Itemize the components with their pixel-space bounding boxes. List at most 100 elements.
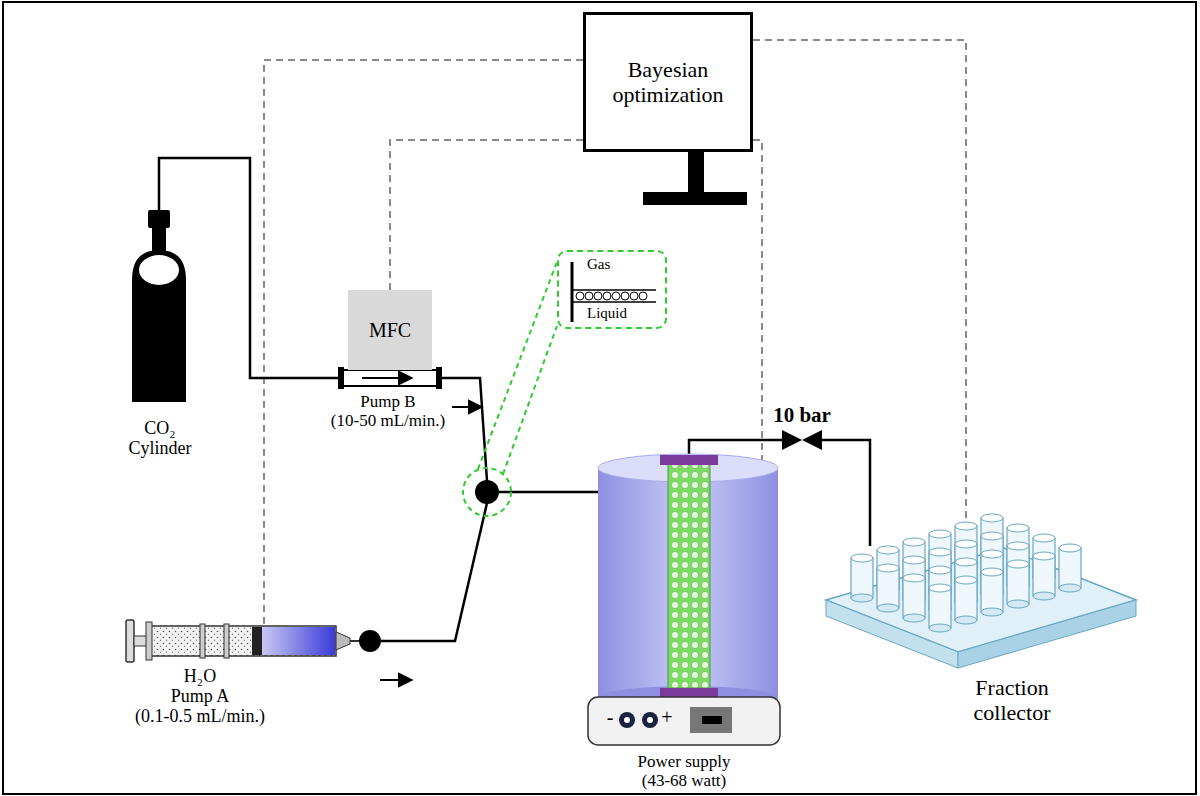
fraction-collector [929,548,951,556]
slug-flow [621,292,629,300]
fraction-collector [955,576,977,624]
syringe [252,627,262,655]
part-label: Pump B (10-50 mL/min.) [331,392,445,430]
callout [463,468,511,516]
part-label: CO₂ Cylinder [129,418,192,458]
fraction-collector [903,556,925,564]
callout-inset: GasLiquid [557,250,667,329]
fraction-collector [903,614,925,622]
syringe [224,624,229,658]
fraction-collector [1007,542,1029,550]
fraction-collector [955,616,977,624]
syringe [150,626,336,656]
part-label: H₂O Pump A (0.1-0.5 mL/min.) [135,666,265,726]
pump-b [338,367,442,389]
slug-flow [576,292,584,300]
fraction-collector [1007,560,1029,568]
syringe [350,640,360,642]
terminal-sign: - [607,706,614,728]
slug-flow [630,292,638,300]
fraction-collector [877,568,899,608]
power-supply [642,712,658,728]
node-text: Liquid [587,305,627,322]
valve [802,430,822,450]
gas-cylinder [148,210,170,228]
fraction-collector [1059,584,1081,592]
monitor-box: Bayesian optimization [583,12,753,152]
fraction-collector [955,540,977,588]
fraction-collector [903,542,925,582]
syringe [146,622,152,660]
flow-arrow [452,406,482,408]
valve [782,430,822,450]
fraction-collector [955,522,977,530]
fraction-collector [851,558,873,598]
pump-b [338,367,344,389]
frame [3,2,1196,794]
slug-flow [572,289,656,291]
monitor-stand [643,192,747,205]
terminal-sign: + [661,706,672,728]
callout [478,262,557,469]
syringe [262,627,335,655]
power-supply [588,697,780,745]
fraction-collector [877,564,899,572]
tubing [689,440,782,455]
fraction-collector [981,572,1003,612]
fraction-collector [955,558,977,566]
syringe [126,620,381,662]
fraction-collector [1007,524,1029,532]
callout [503,326,557,474]
reactor [668,464,710,688]
slug-flow [572,262,656,322]
fraction-collector [1033,534,1055,542]
fraction-collector [877,564,899,612]
mfc-box: MFC [348,290,432,370]
fraction-collector [955,576,977,584]
fraction-collector [929,584,951,592]
slug-flow [585,292,593,300]
fraction-collector [955,580,977,620]
fraction-collector [1059,548,1081,588]
pump-b [362,377,412,379]
fraction-collector [929,552,951,592]
gas-cylinder [132,250,186,402]
slug-flow [639,292,647,300]
fraction-collector [1007,524,1029,572]
reactor [598,454,778,710]
power-supply [624,717,630,723]
callout [463,262,557,516]
fraction-collector [981,536,1003,576]
slug-flow [572,301,656,303]
slug-flow [571,262,574,322]
fraction-collector [1059,544,1081,552]
reactor [660,455,718,465]
fraction-collector [929,530,951,538]
fraction-collector [958,600,1136,668]
flow-arrow [380,679,412,681]
mixing-junction [475,480,499,504]
fraction-collector [851,554,873,562]
fraction-collector [981,568,1003,616]
fraction-collector [955,526,977,566]
fraction-collector [826,548,1136,652]
tubing [381,503,487,641]
power-supply [690,707,732,733]
fraction-collector [929,548,951,596]
fraction-collector [981,608,1003,616]
gas-cylinder [132,210,186,402]
fraction-collector [877,546,899,554]
fraction-collector [981,568,1003,576]
fraction-collector [851,554,873,602]
slug-flow [612,292,620,300]
fraction-collector [955,540,977,548]
fraction-collector [826,514,1136,668]
pump-b [436,367,442,389]
pressure-label: 10 bar [773,404,831,428]
node-text: Bayesian optimization [594,57,742,108]
fraction-collector [955,522,977,570]
fraction-collector [1033,556,1055,596]
monitor-stand [643,152,747,205]
fraction-collector [929,584,951,632]
